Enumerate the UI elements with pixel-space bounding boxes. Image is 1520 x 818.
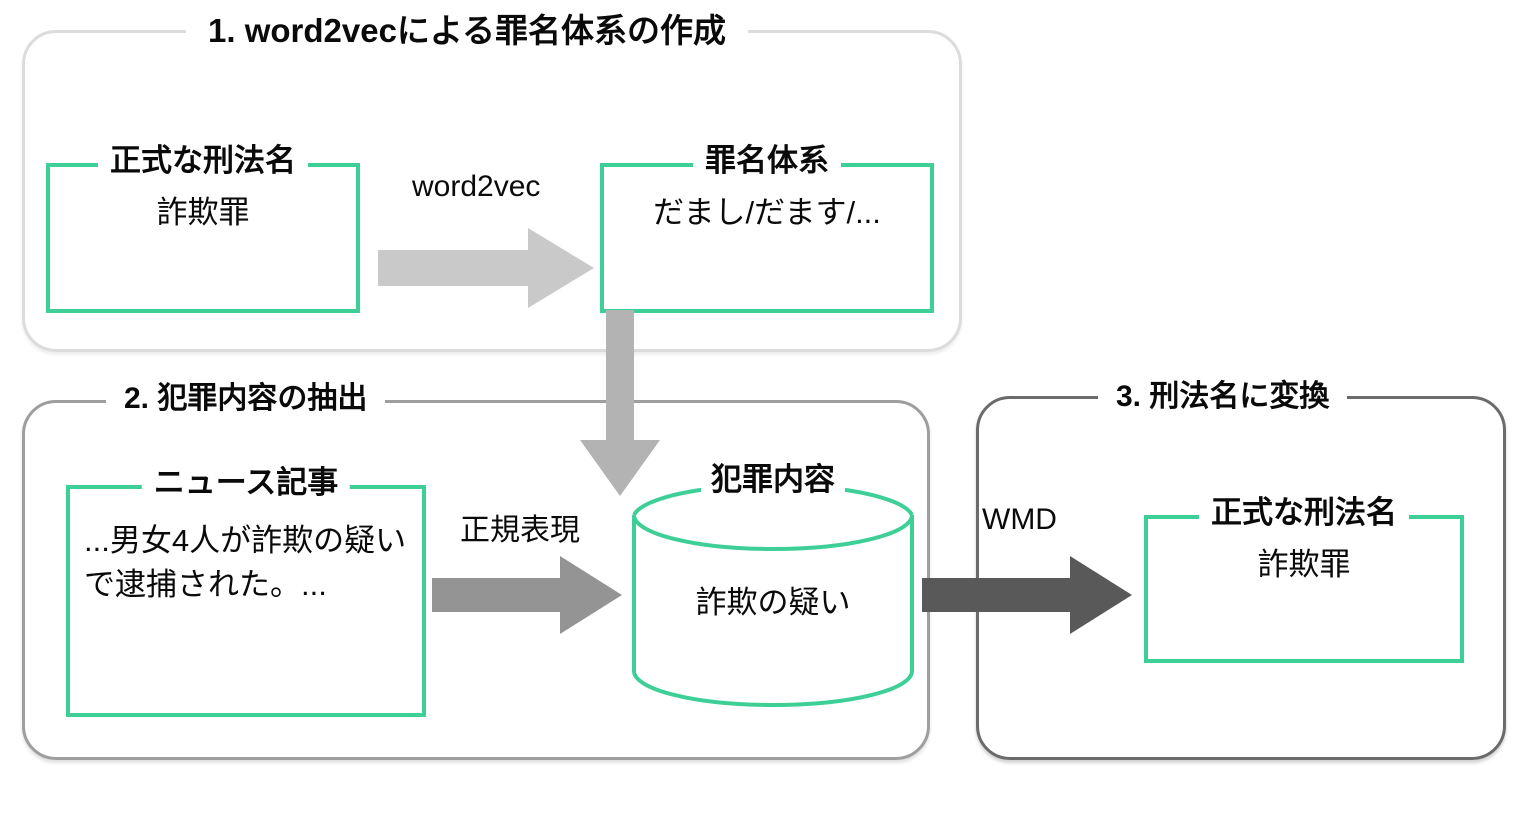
cylinder-crime-content-body: 詐欺の疑い — [695, 585, 851, 620]
box-formal-criminal-law-name-output: 正式な刑法名 詐欺罪 — [1144, 495, 1464, 663]
box-crime-name-taxonomy-label: 罪名体系 — [693, 143, 841, 179]
box-news-article-label: ニュース記事 — [141, 465, 351, 501]
arrow-word2vec-label: word2vec — [412, 170, 541, 203]
arrow-regex — [432, 556, 622, 634]
box-crime-name-taxonomy-body: だまし/だます/... — [653, 195, 881, 230]
arrow-word2vec — [378, 228, 594, 308]
panel-step-1-title: 1. word2vecによる罪名体系の作成 — [186, 8, 748, 53]
box-formal-criminal-law-name-output-label: 正式な刑法名 — [1199, 495, 1409, 531]
panel-step-2-title: 2. 犯罪内容の抽出 — [106, 378, 386, 420]
arrow-wmd-label: WMD — [982, 503, 1057, 536]
box-formal-criminal-law-name-input-body: 詐欺罪 — [156, 195, 250, 230]
cylinder-crime-content-label: 犯罪内容 — [701, 462, 845, 498]
arrow-wmd — [922, 556, 1132, 634]
cylinder-crime-content: 犯罪内容 詐欺の疑い — [630, 462, 916, 707]
box-formal-criminal-law-name-input-label: 正式な刑法名 — [98, 143, 308, 179]
cylinder-shape-icon — [632, 486, 914, 707]
arrow-taxonomy-to-crime-content — [580, 310, 660, 496]
box-news-article: ニュース記事 ...男女4人が詐欺の疑いで逮捕された。... — [66, 465, 426, 717]
box-formal-criminal-law-name-output-body: 詐欺罪 — [1257, 547, 1351, 582]
box-formal-criminal-law-name-input: 正式な刑法名 詐欺罪 — [46, 143, 360, 313]
panel-step-3-title: 3. 刑法名に変換 — [1098, 376, 1348, 418]
box-news-article-body: ...男女4人が詐欺の疑いで逮捕された。... — [84, 523, 407, 603]
box-crime-name-taxonomy: 罪名体系 だまし/だます/... — [600, 143, 934, 313]
arrow-regex-label: 正規表現 — [460, 514, 580, 547]
